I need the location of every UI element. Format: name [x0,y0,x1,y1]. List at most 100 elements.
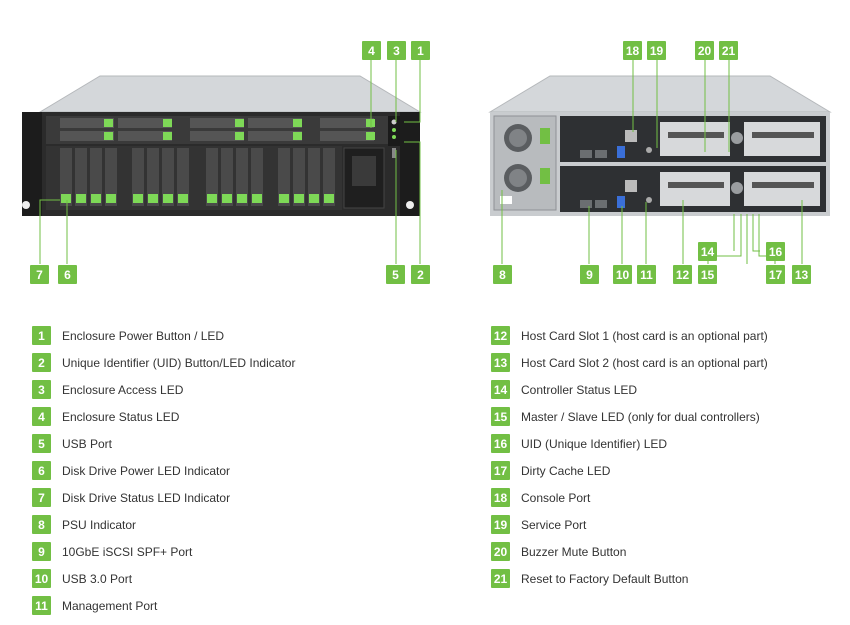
power-button-icon [391,119,397,125]
callout-badge: 4 [362,41,381,60]
legend-badge: 13 [491,353,510,372]
legend-label: USB Port [62,436,113,451]
legend-label: Service Port [521,517,587,532]
legend-label: Unique Identifier (UID) Button/LED Indic… [62,355,296,370]
legend-label: Disk Drive Status LED Indicator [62,490,231,505]
legend-label: Enclosure Status LED [62,409,180,424]
legend-badge: 16 [491,434,510,453]
legend-badge: 14 [491,380,510,399]
legend-label: PSU Indicator [62,517,137,532]
legend-badge: 9 [32,542,51,561]
legend-item: 21 Reset to Factory Default Button [491,565,850,592]
legend-label: Console Port [521,490,591,505]
legend-label: 10GbE iSCSI SPF+ Port [62,544,193,559]
callout-badge: 14 [698,242,717,261]
access-led-icon [392,135,396,139]
callout-badge: 17 [766,265,785,284]
callout-badge: 8 [493,265,512,284]
front-right-ear [400,112,420,216]
legend-badge: 5 [32,434,51,453]
legend-label: UID (Unique Identifier) LED [521,436,668,451]
legend-label: USB 3.0 Port [62,571,133,586]
status-led-icon [392,128,396,132]
front-left-ear [22,112,42,216]
legend-item: 19 Service Port [491,511,850,538]
legend-item: 6 Disk Drive Power LED Indicator [32,457,392,484]
psu-indicator-icon [540,128,550,144]
legend-item: 5 USB Port [32,430,392,457]
front-left-ear-screw [22,201,30,209]
psu-modules [493,115,557,211]
legend-label: Dirty Cache LED [521,463,611,478]
legend-label: Controller Status LED [521,382,638,397]
legend-label: Reset to Factory Default Button [521,571,689,586]
legend-label: Disk Drive Power LED Indicator [62,463,231,478]
front-chassis [22,75,422,216]
legend-item: 20 Buzzer Mute Button [491,538,850,565]
legend-label: Management Port [62,598,158,613]
legend-item: 14 Controller Status LED [491,376,850,403]
callout-badge: 5 [386,265,405,284]
callout-badge: 12 [673,265,692,284]
legend-right: 12 Host Card Slot 1 (host card is an opti… [491,322,850,592]
callout-badge: 18 [623,41,642,60]
legend-badge: 17 [491,461,510,480]
callout-badge: 11 [637,265,656,284]
legend-label: Enclosure Access LED [62,382,184,397]
callout-badge: 1 [411,41,430,60]
callout-badge: 2 [411,265,430,284]
callout-badge: 10 [613,265,632,284]
front-drive-bays [46,146,342,210]
legend-label: Host Card Slot 1 (host card is an option… [521,328,768,343]
legend-label: Master / Slave LED (only for dual contro… [521,409,760,424]
legend-item: 2 Unique Identifier (UID) Button/LED Indi… [32,349,392,376]
front-right-ear-screw [406,201,414,209]
legend-badge: 20 [491,542,510,561]
callout-badge: 15 [698,265,717,284]
legend-badge: 1 [32,326,51,345]
callout-badge: 3 [387,41,406,60]
legend-label: Host Card Slot 2 (host card is an option… [521,355,768,370]
legend-item: 17 Dirty Cache LED [491,457,850,484]
rear-chassis-lid [488,75,832,113]
legend-item: 8 PSU Indicator [32,511,392,538]
callout-badge: 6 [58,265,77,284]
legend-item: 12 Host Card Slot 1 (host card is an opti… [491,322,850,349]
callout-badge: 20 [695,41,714,60]
legend-badge: 11 [32,596,51,615]
legend-item: 9 10GbE iSCSI SPF+ Port [32,538,392,565]
callout-badge: 13 [792,265,811,284]
front-callout-lines [39,60,421,264]
legend-badge: 2 [32,353,51,372]
legend-label: Buzzer Mute Button [521,544,627,559]
legend-badge: 18 [491,488,510,507]
diagram-stage: 4 3 1 5 2 7 6 18 19 20 21 8 9 10 11 12 1… [0,0,850,300]
legend-item: 18 Console Port [491,484,850,511]
legend-item: 3 Enclosure Access LED [32,376,392,403]
legend-badge: 7 [32,488,51,507]
callout-badge: 19 [647,41,666,60]
legend-item: 13 Host Card Slot 2 (host card is an opti… [491,349,850,376]
legend-badge: 4 [32,407,51,426]
legend-item: 7 Disk Drive Status LED Indicator [32,484,392,511]
legend-item: 11 Management Port [32,592,392,619]
callout-badge: 7 [30,265,49,284]
legend-badge: 21 [491,569,510,588]
legend-badge: 15 [491,407,510,426]
front-upper-drive-rows [46,116,398,144]
usb-port-icon [392,148,396,158]
front-chassis-lid [38,75,422,113]
legend-item: 15 Master / Slave LED (only for dual cont… [491,403,850,430]
legend-badge: 12 [491,326,510,345]
legend-badge: 6 [32,461,51,480]
legend-badge: 8 [32,515,51,534]
legend-item: 4 Enclosure Status LED [32,403,392,430]
legend-badge: 3 [32,380,51,399]
callout-badge: 21 [719,41,738,60]
hardware-illustration [22,60,832,264]
controller-modules [560,116,826,212]
legend-badge: 19 [491,515,510,534]
